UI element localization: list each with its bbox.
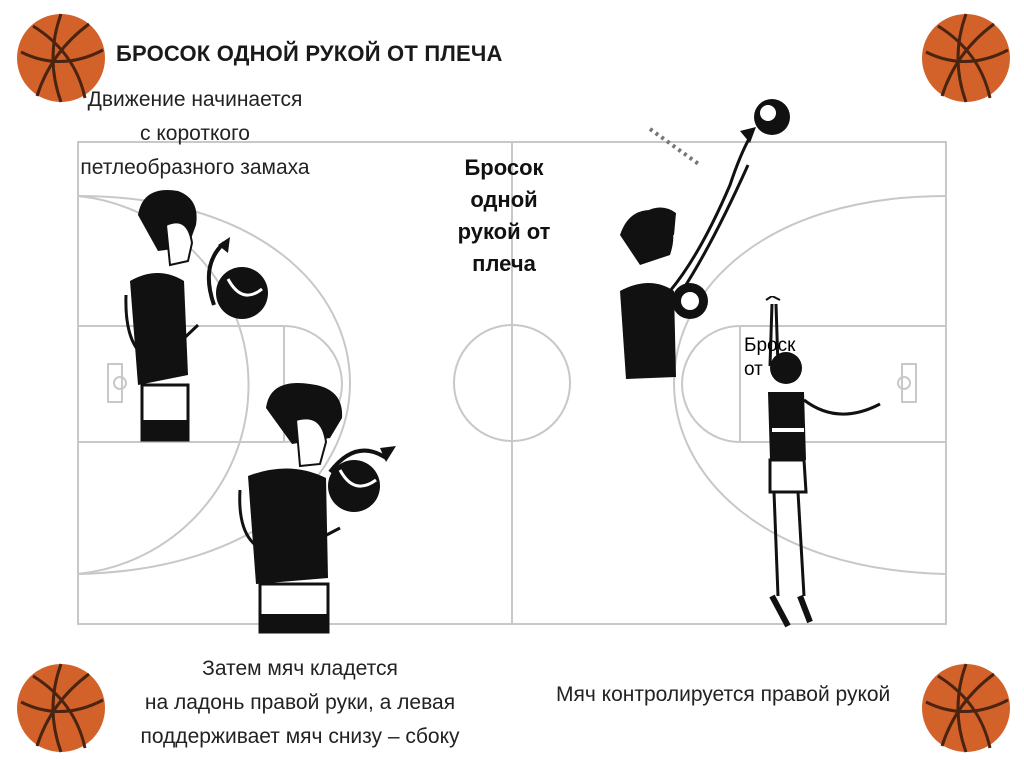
player-figure-follow-through	[765, 296, 881, 628]
basketball-icon	[17, 13, 105, 103]
player-figure-palm	[238, 383, 396, 634]
player-figure-windup	[124, 190, 268, 442]
basketball-icon	[922, 663, 1010, 753]
caption-palm: Затем мяч кладется на ладонь правой руки…	[140, 657, 460, 748]
slide-title: БРОСОК ОДНОЙ РУКОЙ ОТ ПЛЕЧА	[116, 41, 503, 66]
basketball-icon	[17, 663, 105, 753]
caption-control: Мяч контролируется правой рукой	[556, 683, 891, 706]
player-figure-release	[620, 99, 790, 379]
figure-overlay-text: Броск от	[744, 335, 796, 380]
caption-windup: Движение начинается с короткого петлеобр…	[80, 88, 310, 179]
basketball-icon	[922, 13, 1010, 103]
caption-center-title: Бросок одной рукой от плеча	[457, 155, 551, 276]
